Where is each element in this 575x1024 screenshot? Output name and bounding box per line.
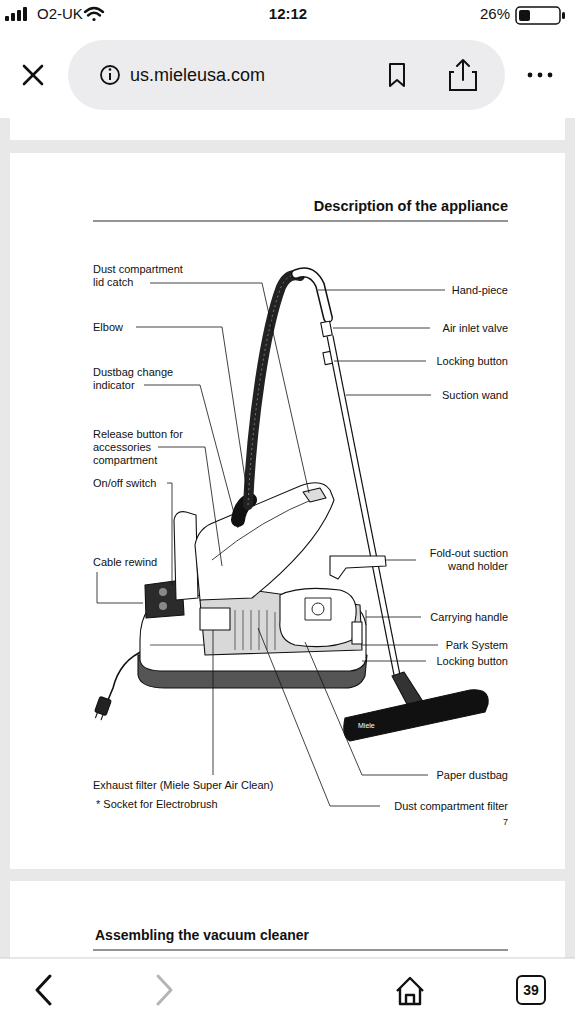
toolbar-rule xyxy=(0,958,575,959)
battery-percent: 26% xyxy=(480,5,510,23)
next-page xyxy=(10,881,565,961)
url-text: us.mieleusa.com xyxy=(130,40,265,110)
tab-count-box: 39 xyxy=(516,975,546,1005)
forward-icon xyxy=(158,976,171,1004)
carrier-name: O2-UK xyxy=(37,5,83,23)
heading-rule xyxy=(93,950,508,951)
part-label: Dust compartment filter xyxy=(394,800,508,813)
part-label: Locking button xyxy=(436,355,508,368)
part-label: Locking button xyxy=(436,655,508,668)
brand-mark: Miele xyxy=(358,722,375,730)
part-label: Release button for accessories compartme… xyxy=(93,428,193,467)
browser-header xyxy=(0,0,575,118)
close-icon xyxy=(24,66,42,84)
part-label: Suction wand xyxy=(442,389,508,402)
part-label: Exhaust filter (Miele Super Air Clean) xyxy=(93,779,273,792)
wifi-icon xyxy=(85,8,103,21)
back-icon xyxy=(37,976,50,1004)
signal-icon xyxy=(5,7,27,21)
browser-toolbar xyxy=(0,958,575,1024)
home-icon xyxy=(397,978,423,1004)
part-label: Dust compartment lid catch xyxy=(93,263,189,289)
address-bar: us.mieleusa.com xyxy=(68,40,505,110)
part-label: Fold-out suction wand holder xyxy=(413,547,508,573)
part-label: Park System xyxy=(446,639,508,652)
part-label: Paper dustbag xyxy=(436,769,508,782)
part-label: Elbow xyxy=(93,321,123,334)
heading-rule xyxy=(93,221,508,222)
previous-page xyxy=(10,118,565,140)
page-heading: Description of the appliance xyxy=(314,198,508,215)
vacuum-illustration xyxy=(93,272,489,741)
next-heading: Assembling the vacuum cleaner xyxy=(95,927,309,944)
part-label: Cable rewind xyxy=(93,556,157,569)
part-label: Carrying handle xyxy=(430,611,508,624)
part-note: * Socket for Electrobrush xyxy=(96,798,218,811)
clock-time: 12:12 xyxy=(248,5,328,23)
more-icon xyxy=(528,73,553,78)
part-label: Dustbag change indicator xyxy=(93,366,183,392)
battery-icon xyxy=(516,7,565,24)
part-label: Hand-piece xyxy=(452,284,508,297)
tab-count: 39 xyxy=(523,977,539,1003)
manual-page xyxy=(10,153,565,869)
leader-lines xyxy=(97,283,445,806)
page-number: 7 xyxy=(503,817,508,828)
part-label: On/off switch xyxy=(93,477,156,490)
part-label: Air inlet valve xyxy=(443,322,508,335)
